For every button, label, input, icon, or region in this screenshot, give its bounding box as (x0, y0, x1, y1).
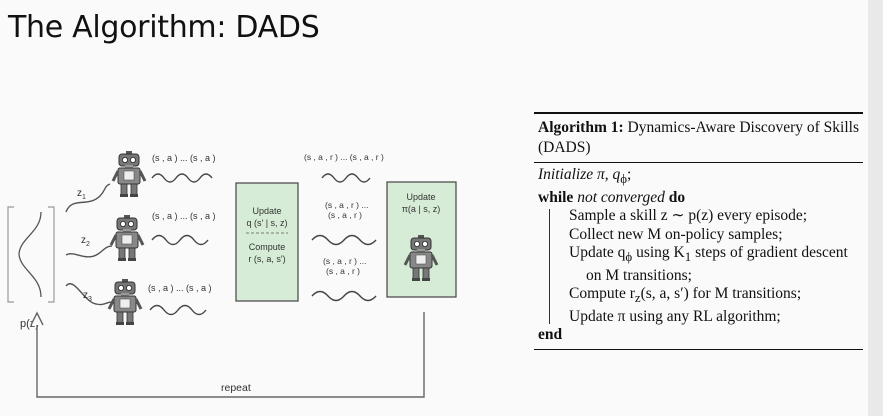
algorithm-top-rule (534, 112, 863, 114)
update-pi-box: Update π(a | s, z) (386, 181, 457, 298)
repeat-loop-arrow (30, 311, 425, 398)
skill-paths (65, 183, 113, 306)
end-line: end (538, 326, 563, 344)
trajectory-squiggles (149, 173, 213, 316)
reward-traj-top: (s , a , r ) ... (s , a , r ) (304, 152, 384, 162)
reward-traj-mid-2: (s , a , r ) (328, 210, 362, 220)
trajectory-label-1: (s , a ) ... (s , a ) (152, 153, 216, 163)
reward-traj-bot-1: (s , a , r ) ... (323, 256, 366, 266)
algorithm-mid-rule (534, 162, 863, 163)
skill-z1: z1 (77, 188, 86, 201)
update-q-line1: Update (252, 206, 281, 216)
step-collect: Collect new M on-policy samples; (569, 225, 783, 243)
robot-icon (111, 149, 147, 199)
dads-diagram: p(z) z1 z2 z3 (s , a ) ... (s , a ) (s ,… (7, 149, 457, 398)
algorithm-bottom-rule (534, 348, 863, 350)
algorithm-caption: Algorithm 1: Dynamics-Aware Discovery of… (538, 119, 860, 156)
update-q-box: Update q (s' | s, z) Compute r (s, a, s'… (235, 182, 299, 302)
reward-traj-mid-1: (s , a , r ) ... (325, 200, 368, 210)
algorithm-box: Algorithm 1: Dynamics-Aware Discovery of… (534, 112, 863, 350)
reward-traj-bot-2: (s , a , r ) (326, 266, 360, 276)
algorithm-body: Initialize π, qϕ; while not converged do… (534, 163, 863, 349)
trajectory-label-3: (s , a ) ... (s , a ) (148, 283, 212, 293)
trajectory-label-2: (s , a ) ... (s , a ) (152, 211, 216, 221)
window-edge (868, 0, 883, 416)
slide-title: The Algorithm: DADS (8, 10, 320, 45)
update-q-line2: q (s' | s, z) (246, 218, 287, 228)
prior-distribution (7, 206, 55, 303)
update-pi-line1: Update (406, 192, 435, 202)
step-compute-r: Compute rz(s, a, s′) for M transitions; (569, 285, 802, 306)
skill-z3: z3 (83, 290, 92, 303)
step-update-pi: Update π using any RL algorithm; (569, 307, 781, 325)
step-sample-skill: Sample a skill z ∼ p(z) every episode; (569, 207, 808, 225)
robot-icon (107, 277, 143, 327)
robot-icon (109, 213, 145, 263)
while-line: while not converged do (538, 188, 686, 206)
repeat-label: repeat (221, 382, 251, 394)
skill-z2: z2 (81, 235, 90, 248)
compute-r-line2: r (s, a, s') (248, 254, 285, 264)
init-line: Initialize π, qϕ; (538, 166, 632, 187)
step-update-q: Update qϕ using K1 steps of gradient des… (569, 244, 848, 284)
loop-body: Sample a skill z ∼ p(z) every episode; C… (549, 207, 863, 326)
reward-squiggles (311, 173, 377, 302)
update-pi-line2: π(a | s, z) (402, 204, 441, 214)
compute-r-line1: Compute (249, 242, 286, 252)
